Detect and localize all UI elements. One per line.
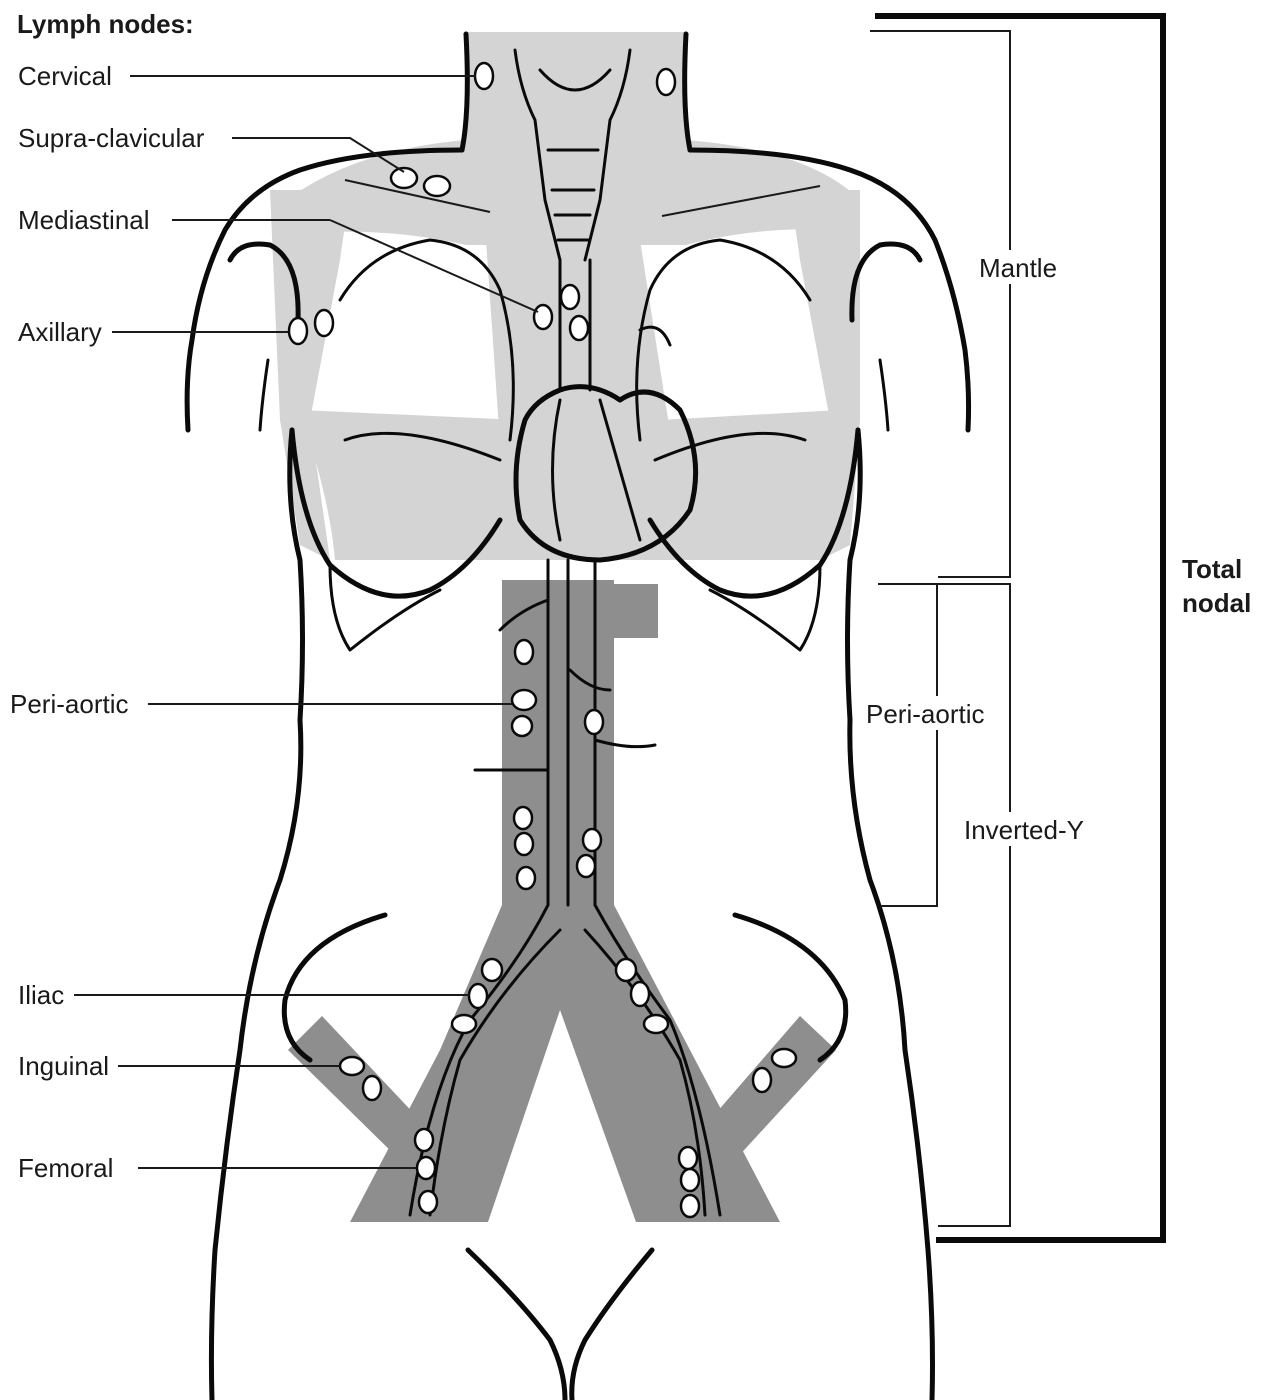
iliac-label: Iliac <box>18 980 64 1010</box>
cervical-node <box>475 63 493 89</box>
axillary-node <box>315 310 333 336</box>
periaortic-node <box>515 833 533 855</box>
periaortic-node <box>514 807 532 829</box>
inverted-y-field-label: Inverted-Y <box>964 815 1084 845</box>
femoral-node <box>417 1157 435 1179</box>
femoral-node <box>415 1129 433 1151</box>
iliac-node <box>452 1015 476 1033</box>
femoral-node <box>681 1195 699 1217</box>
total-nodal-label-line2: nodal <box>1182 588 1251 618</box>
iliac-node <box>469 984 487 1008</box>
femoral-label: Femoral <box>18 1153 113 1183</box>
iliac-node <box>644 1015 668 1033</box>
periaortic-field-label: Peri-aortic <box>866 699 984 729</box>
inguinal-label: Inguinal <box>18 1051 109 1081</box>
periaortic-node <box>515 640 533 664</box>
cervical-node <box>657 69 675 95</box>
iliac-node <box>482 959 502 981</box>
total-nodal-label-line1: Total <box>1182 554 1242 584</box>
inguinal-node <box>772 1049 796 1067</box>
mediastinal-node <box>570 316 588 340</box>
periaortic-node <box>577 855 595 877</box>
mantle-field-label: Mantle <box>979 253 1057 283</box>
femoral-node <box>681 1169 699 1191</box>
inguinal-node <box>753 1068 771 1092</box>
periaortic-node <box>517 867 535 889</box>
mediastinal-label: Mediastinal <box>18 205 150 235</box>
iliac-node <box>616 959 636 981</box>
axillary-label: Axillary <box>18 317 102 347</box>
cervical-label: Cervical <box>18 61 112 91</box>
inguinal-node <box>363 1076 381 1100</box>
periaortic-node <box>512 690 536 710</box>
iliac-node <box>631 982 649 1006</box>
inverted-y-bracket <box>938 584 1010 1226</box>
inverted-y-field <box>288 580 836 1222</box>
axillary-node <box>289 318 307 344</box>
supraclavicular-label: Supra-clavicular <box>18 123 205 153</box>
mantle-bracket <box>870 31 1010 577</box>
mediastinal-node <box>534 305 552 329</box>
total-nodal-bracket <box>875 16 1163 1240</box>
mediastinal-node <box>561 285 579 309</box>
inguinal-node <box>340 1057 364 1075</box>
femoral-node <box>679 1147 697 1169</box>
periaortic-label: Peri-aortic <box>10 689 128 719</box>
field-brackets <box>870 16 1163 1240</box>
femoral-node <box>419 1191 437 1213</box>
periaortic-node <box>585 710 603 734</box>
periaortic-node <box>512 716 532 736</box>
periaortic-node <box>583 829 601 851</box>
diagram-title: Lymph nodes: <box>17 9 194 39</box>
supraclavicular-node <box>424 176 450 196</box>
periaortic-bracket <box>878 584 937 906</box>
